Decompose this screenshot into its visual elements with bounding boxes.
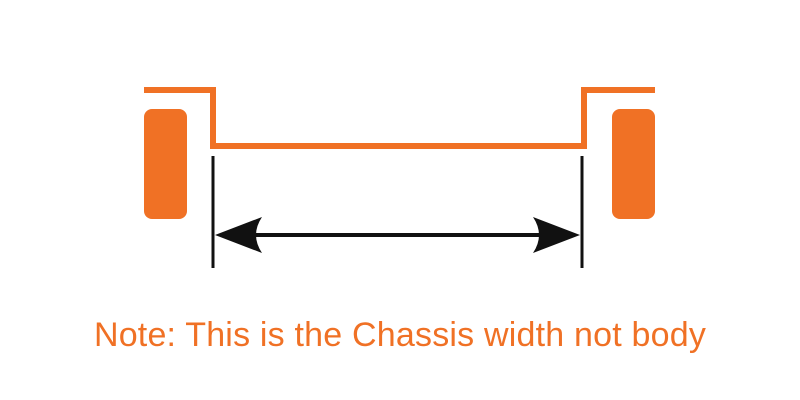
width-arrow-icon xyxy=(215,217,580,253)
chassis-note: Note: This is the Chassis width not body xyxy=(93,316,707,354)
arrow-head-right xyxy=(533,217,580,253)
chassis-outline xyxy=(144,87,655,149)
right-wheel-icon xyxy=(612,109,655,219)
arrow-head-left xyxy=(215,217,262,253)
left-wheel-icon xyxy=(144,109,187,219)
